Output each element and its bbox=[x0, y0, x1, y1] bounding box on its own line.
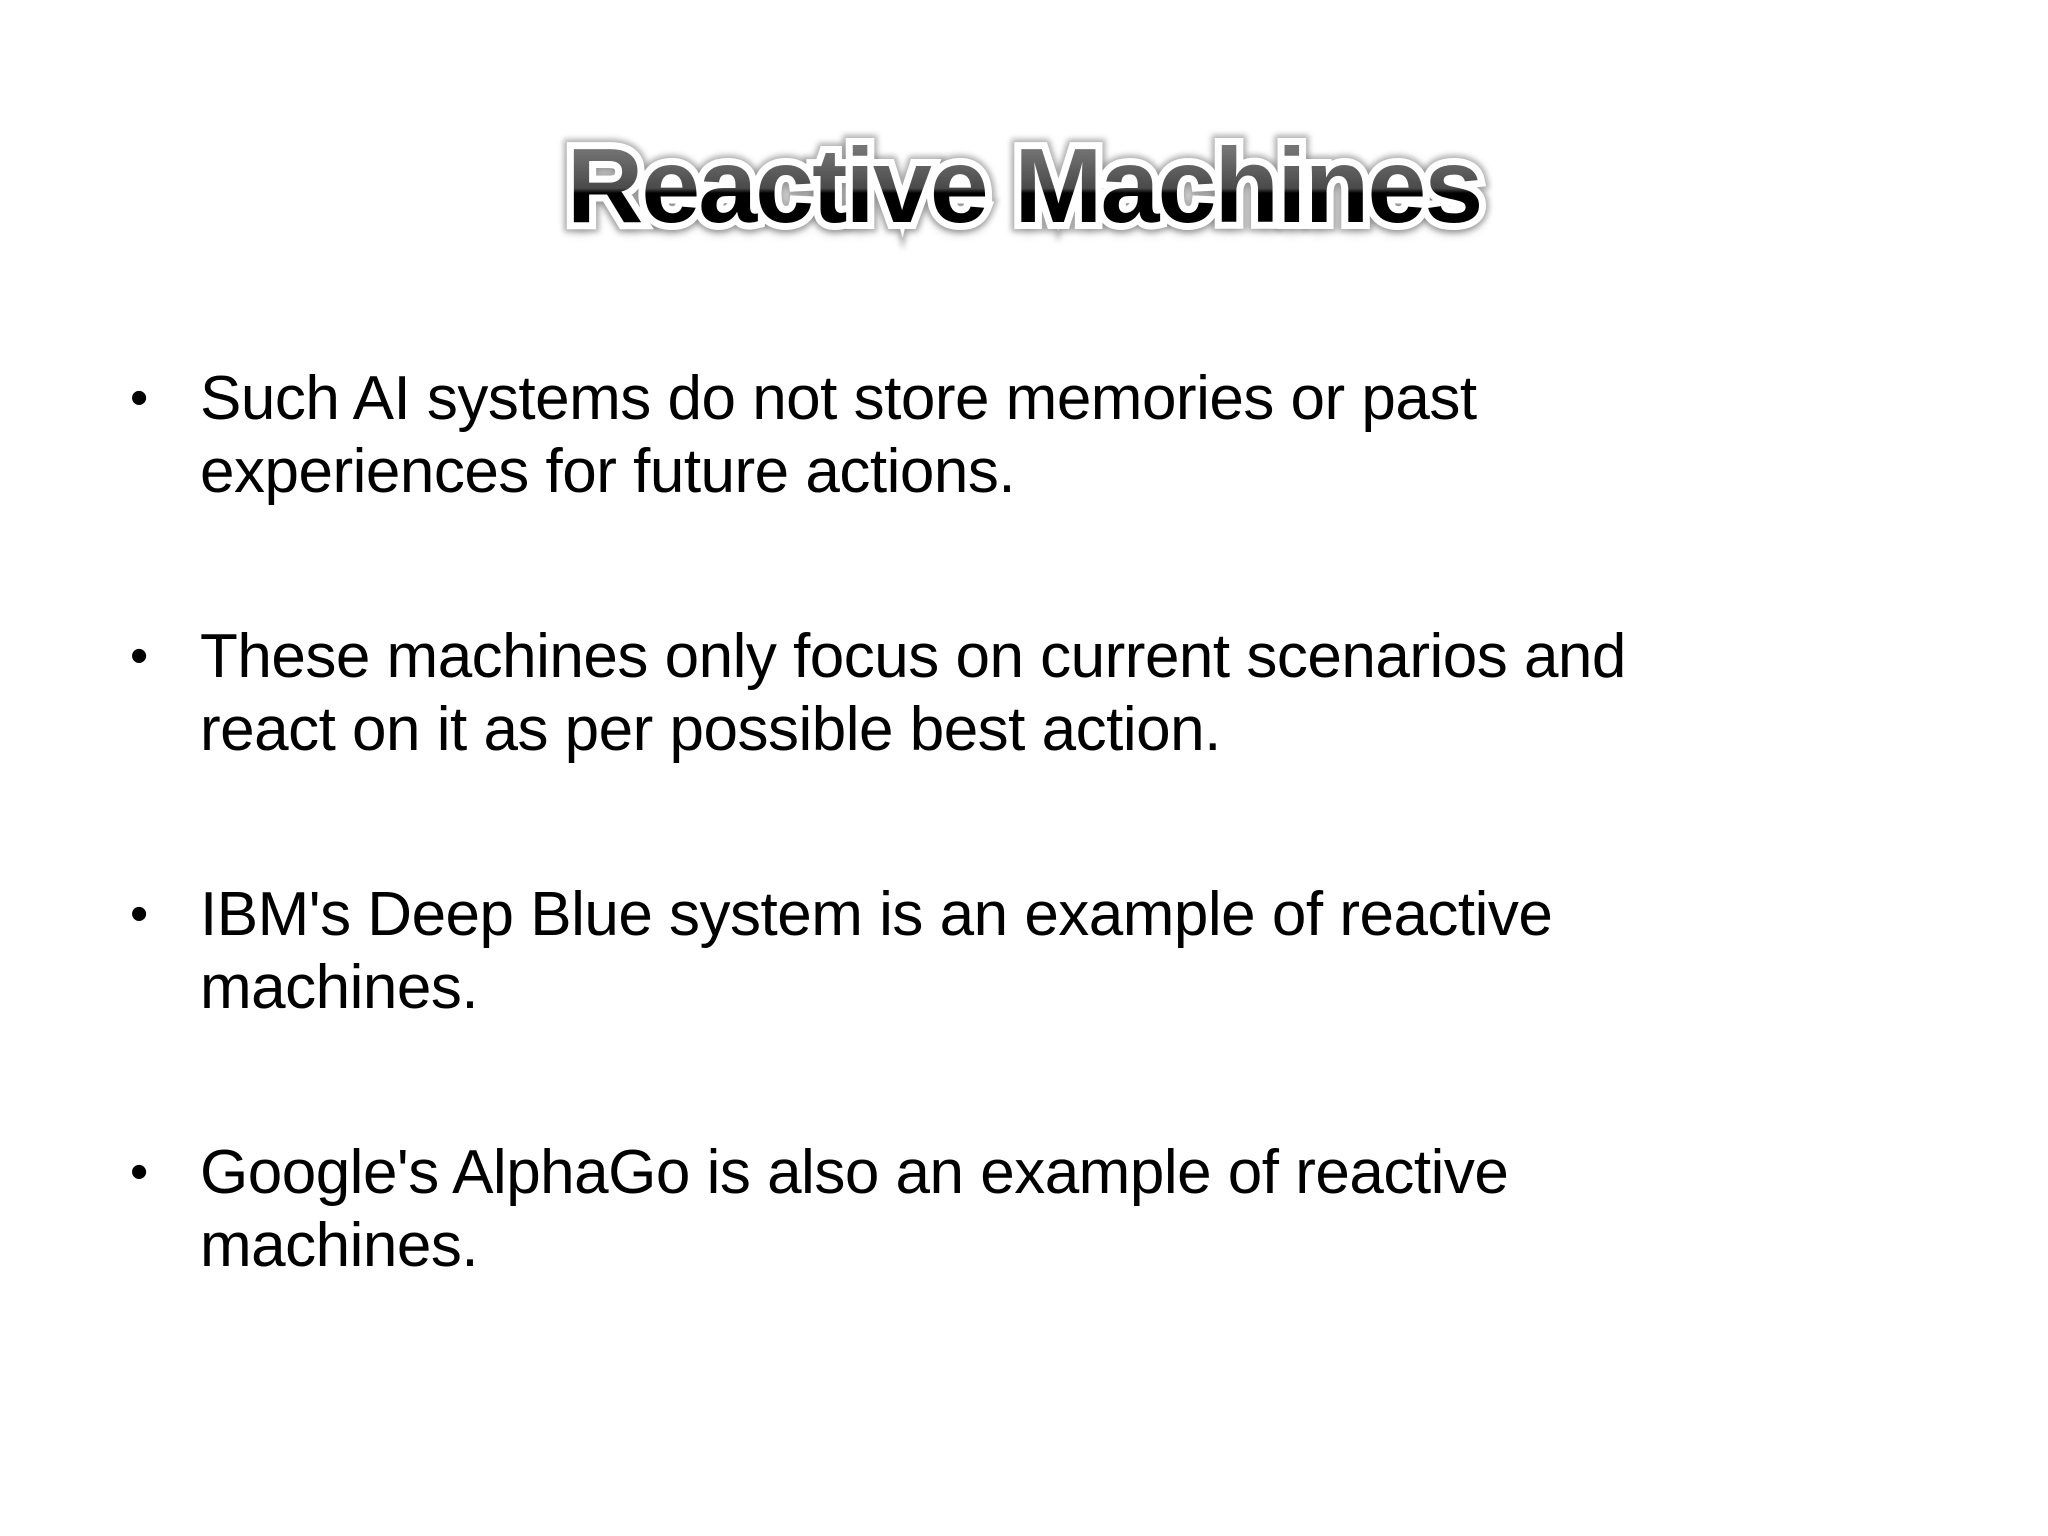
bullet-line: These machines only focus on current sce… bbox=[200, 622, 1626, 691]
bullet-marker: • bbox=[130, 885, 148, 943]
bullet-line: IBM's Deep Blue system is an example of … bbox=[200, 880, 1553, 949]
bullet-item-1: • Such AI systems do not store memories … bbox=[130, 362, 1898, 508]
bullet-line: Such AI systems do not store memories or… bbox=[200, 364, 1477, 433]
bullet-item-2: • These machines only focus on current s… bbox=[130, 620, 1898, 766]
slide-title-text: Reactive Machines bbox=[566, 127, 1484, 245]
bullet-line: Google's AlphaGo is also an example of r… bbox=[200, 1138, 1509, 1207]
bullet-line: react on it as per possible best action. bbox=[200, 695, 1221, 764]
bullet-line: machines. bbox=[200, 953, 479, 1022]
bullet-marker: • bbox=[130, 369, 148, 427]
bullet-text: IBM's Deep Blue system is an example of … bbox=[200, 878, 1898, 1024]
bullet-list: • Such AI systems do not store memories … bbox=[130, 362, 1898, 1394]
bullet-item-3: • IBM's Deep Blue system is an example o… bbox=[130, 878, 1898, 1024]
bullet-text: Such AI systems do not store memories or… bbox=[200, 362, 1898, 508]
slide-title-shadow-layer: Reactive Machines bbox=[557, 117, 1494, 255]
bullet-text: Google's AlphaGo is also an example of r… bbox=[200, 1136, 1898, 1282]
bullet-line: experiences for future actions. bbox=[200, 437, 1016, 506]
slide-title-block: Reactive Machines Reactive Machines Reac… bbox=[0, 117, 2048, 255]
bullet-marker: • bbox=[130, 1143, 148, 1201]
bullet-text: These machines only focus on current sce… bbox=[200, 620, 1898, 766]
bullet-item-4: • Google's AlphaGo is also an example of… bbox=[130, 1136, 1898, 1282]
bullet-line: machines. bbox=[200, 1211, 479, 1280]
bullet-marker: • bbox=[130, 627, 148, 685]
slide-title: Reactive Machines Reactive Machines Reac… bbox=[557, 117, 1494, 255]
slide-title-outline-layer: Reactive Machines bbox=[560, 120, 1491, 252]
